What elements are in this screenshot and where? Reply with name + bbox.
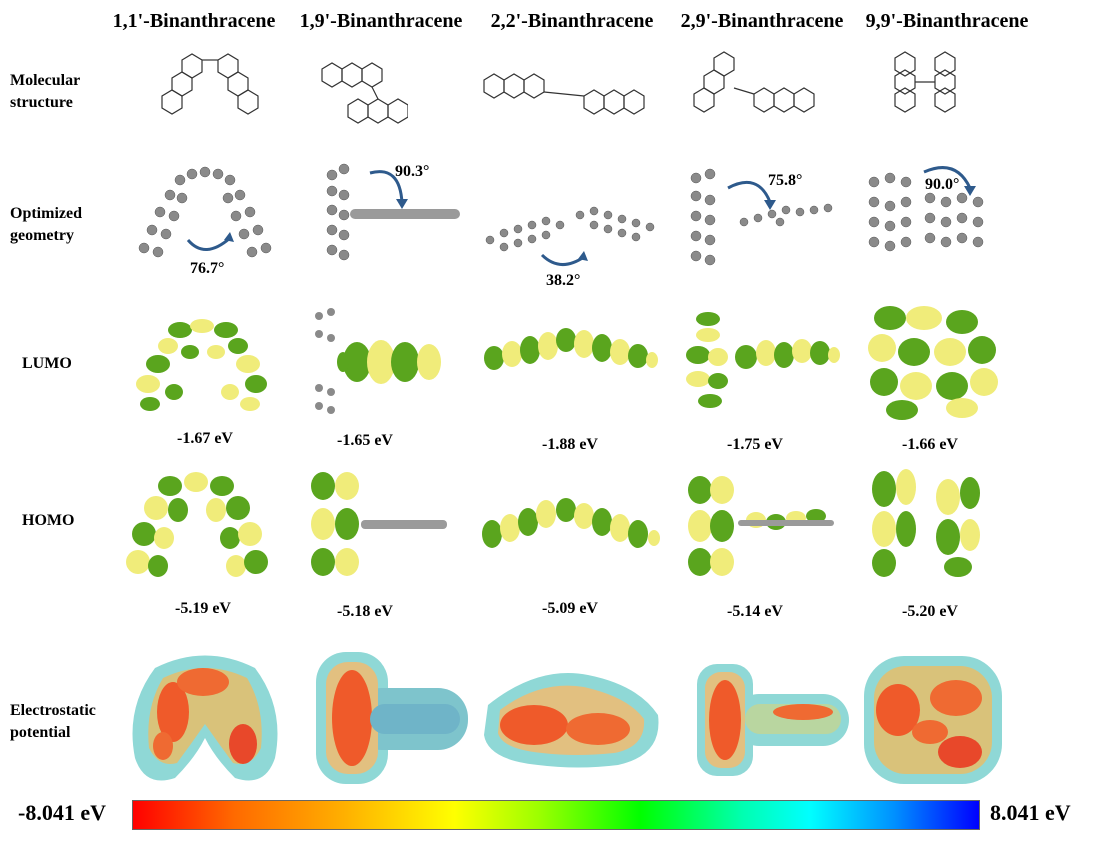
- row-label-homo: HOMO: [22, 512, 75, 529]
- esp-map-4: [697, 664, 849, 776]
- column-title-2: 1,9'-Binanthracene: [299, 10, 463, 32]
- structure-3: [483, 73, 645, 115]
- structure-1: [161, 53, 259, 115]
- lumo-energy-1: -1.67 eV: [177, 430, 233, 447]
- angle-3: 38.2°: [546, 272, 581, 289]
- lumo-orbital-5: [868, 306, 998, 420]
- angle-4: 75.8°: [768, 172, 803, 189]
- homo-energy-3: -5.09 eV: [542, 600, 598, 617]
- esp-map-2: [316, 652, 468, 784]
- angle-1: 76.7°: [190, 260, 225, 277]
- structure-5: [894, 51, 956, 113]
- geometry-5: [868, 166, 984, 252]
- scale-max-label: 8.041 eV: [990, 800, 1071, 825]
- row-label-optimized-geometry: Optimized geometry: [10, 205, 82, 244]
- lumo-orbital-2: [315, 308, 441, 414]
- row-label-lumo: LUMO: [22, 355, 72, 372]
- homo-orbital-5: [872, 469, 980, 577]
- column-title-3: 2,2'-Binanthracene: [490, 10, 654, 32]
- homo-orbital-4: [688, 476, 834, 576]
- homo-orbital-2: [311, 472, 447, 576]
- lumo-energy-5: -1.66 eV: [902, 436, 958, 453]
- structure-4: [693, 51, 815, 113]
- lumo-orbital-3: [484, 328, 658, 370]
- row-label-electrostatic-potential: Electrostatic potential: [10, 702, 96, 741]
- esp-map-1: [132, 655, 278, 781]
- lumo-energy-2: -1.65 eV: [337, 432, 393, 449]
- geometry-2: [326, 163, 460, 261]
- angle-2: 90.3°: [395, 163, 430, 180]
- angle-5: 90.0°: [925, 176, 960, 193]
- homo-energy-5: -5.20 eV: [902, 603, 958, 620]
- geometry-1: [138, 166, 272, 258]
- lumo-energy-3: -1.88 eV: [542, 436, 598, 453]
- esp-map-5: [864, 656, 1002, 784]
- homo-orbital-3: [482, 498, 660, 548]
- lumo-energy-4: -1.75 eV: [727, 436, 783, 453]
- homo-energy-4: -5.14 eV: [727, 603, 783, 620]
- structure-2: [321, 62, 408, 124]
- homo-energy-1: -5.19 eV: [175, 600, 231, 617]
- geometry-3: [485, 206, 655, 266]
- geometry-4: [690, 168, 833, 266]
- esp-colorbar: [132, 800, 980, 830]
- scale-min-label: -8.041 eV: [18, 800, 106, 825]
- column-title-1: 1,1'-Binanthracene: [112, 10, 276, 32]
- homo-energy-2: -5.18 eV: [337, 603, 393, 620]
- lumo-orbital-4: [686, 312, 840, 408]
- row-label-molecular-structure: Molecular structure: [10, 72, 80, 111]
- homo-orbital-1: [126, 472, 268, 577]
- column-title-5: 9,9'-Binanthracene: [865, 10, 1029, 32]
- esp-map-3: [484, 673, 659, 768]
- column-title-4: 2,9'-Binanthracene: [680, 10, 844, 32]
- lumo-orbital-1: [136, 319, 267, 411]
